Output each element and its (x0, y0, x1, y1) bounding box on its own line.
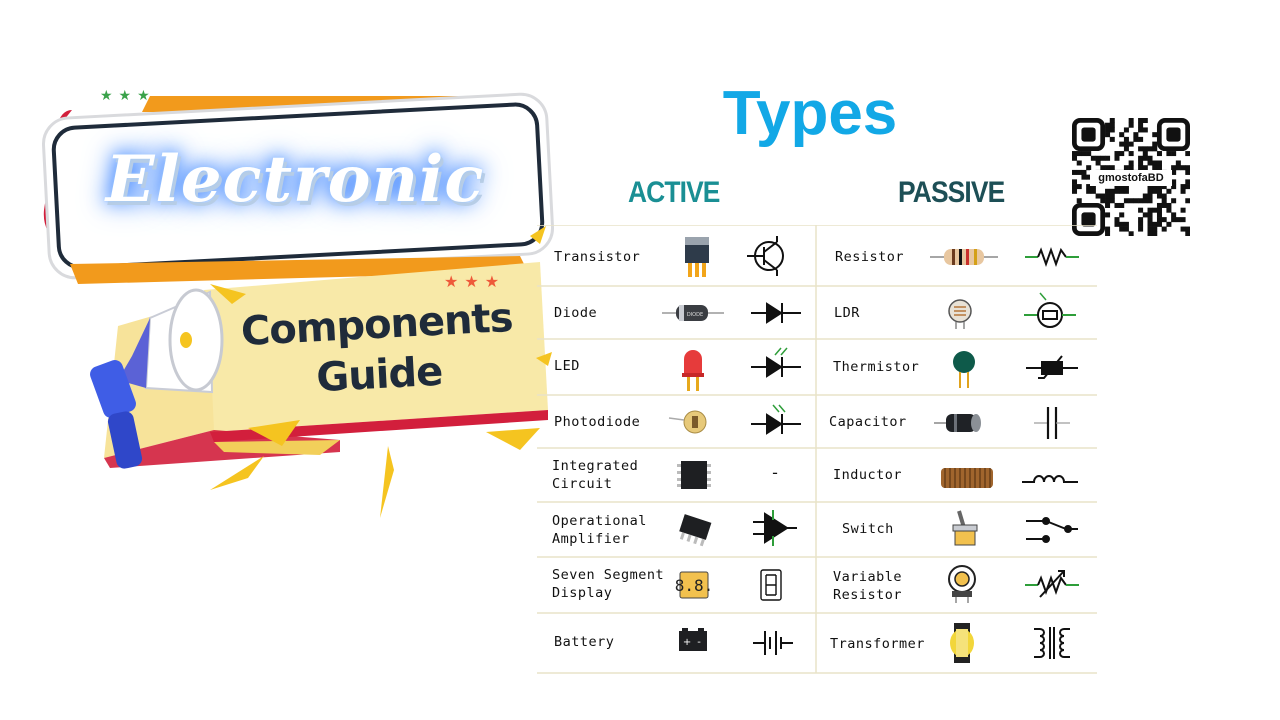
thermistor-symbol-icon (1026, 355, 1078, 379)
active-row-1-name: Transistor (554, 249, 641, 265)
opamp-symbol-icon (753, 510, 797, 546)
photodiode-component-icon (668, 410, 707, 434)
qr-finder-pattern (1071, 117, 1106, 152)
seven-segment-component-icon: 8.8. (675, 571, 714, 599)
battery-component-icon: + - (679, 628, 707, 651)
ldr-component-icon (948, 299, 972, 329)
components-table: Transistor Diode LED Photodiode Integrat… (537, 225, 1097, 675)
passive-row-3-name: Thermistor (833, 359, 920, 375)
capacitor-symbol-icon (1034, 407, 1070, 439)
qr-code: gmostofaBD (1071, 117, 1191, 237)
battery-symbol-icon (753, 631, 793, 655)
page-title: Types (722, 79, 898, 148)
inductor-symbol-icon (1022, 475, 1078, 483)
passive-row-8-name: Transformer (830, 636, 925, 652)
ic-symbol-dash: - (772, 463, 778, 482)
switch-symbol-icon (1026, 517, 1078, 543)
passive-row-2-name: LDR (834, 305, 860, 321)
toggle-switch-component-icon (952, 510, 978, 546)
banner-subtitle: Components Guide (236, 293, 521, 408)
variable-resistor-symbol-icon (1025, 570, 1079, 598)
ldr-symbol-icon (1024, 292, 1076, 328)
led-symbol-icon (751, 347, 801, 378)
qr-label: gmostofaBD (1090, 170, 1172, 186)
megaphone-icon (90, 288, 224, 469)
active-row-6-name: Operational Amplifier (552, 513, 647, 547)
passive-row-7-name: Variable Resistor (833, 569, 903, 603)
thermistor-component-icon (953, 351, 975, 388)
diode-symbol-icon (751, 302, 801, 324)
active-row-8-name: Battery (554, 634, 615, 650)
banner-graphic: ★★★ ★★★ Electronic Components Guide (0, 0, 560, 560)
potentiometer-component-icon (948, 565, 976, 603)
resistor-symbol-icon (1025, 247, 1079, 267)
inductor-component-icon (941, 468, 993, 488)
banner-title: Electronic (105, 142, 485, 217)
active-row-5-name: Integrated Circuit (552, 458, 639, 492)
resistor-component-icon (930, 249, 998, 265)
svg-text:-: - (697, 637, 701, 648)
led-component-icon (682, 350, 704, 391)
qr-finder-pattern (1071, 202, 1106, 236)
transformer-symbol-icon (1034, 627, 1070, 659)
passive-row-4-name: Capacitor (829, 414, 907, 430)
svg-text:+: + (683, 637, 691, 648)
active-row-2-name: Diode (554, 305, 598, 321)
passive-column-heading: PASSIVE (898, 176, 1005, 209)
active-row-4-name: Photodiode (554, 414, 641, 430)
svg-text:DIODE: DIODE (687, 312, 703, 318)
passive-row-1-name: Resistor (835, 249, 905, 265)
stars-decoration: ★★★ (100, 88, 156, 104)
active-row-3-name: LED (554, 358, 580, 374)
diode-component-icon: DIODE (662, 305, 724, 321)
photodiode-symbol-icon (751, 404, 801, 435)
active-column-heading: ACTIVE (628, 176, 720, 209)
capacitor-component-icon (934, 414, 981, 432)
transistor-symbol-icon (747, 236, 784, 276)
active-row-7-name: Seven Segment Display (552, 567, 665, 601)
opamp-chip-icon (679, 514, 712, 547)
transformer-component-icon (950, 623, 974, 663)
component-icons: DIODE (662, 236, 1079, 663)
passive-row-5-name: Inductor (833, 467, 903, 483)
svg-text:8.8.: 8.8. (675, 576, 714, 595)
passive-row-6-name: Switch (842, 521, 894, 537)
transistor-package-icon (685, 237, 709, 277)
stars-decoration: ★★★ (444, 272, 506, 291)
seven-segment-symbol-icon (760, 569, 782, 601)
ic-chip-icon (677, 461, 711, 489)
qr-finder-pattern (1156, 117, 1190, 152)
table-grid-lines (537, 225, 1097, 674)
